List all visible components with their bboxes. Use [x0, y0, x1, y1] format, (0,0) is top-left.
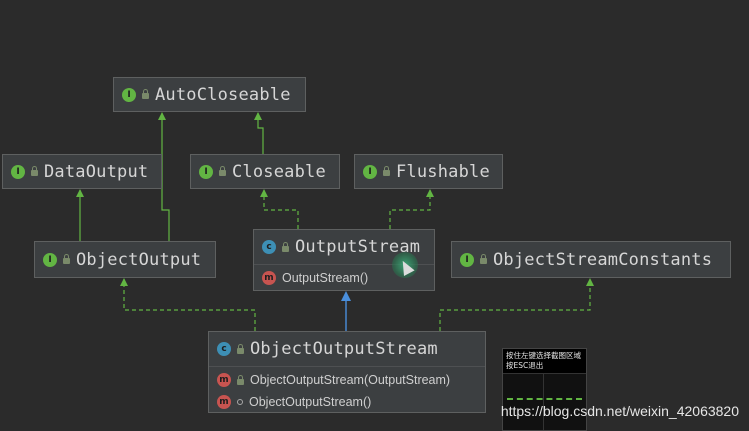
edge-oos-objectoutput	[123, 279, 256, 331]
node-name: AutoCloseable	[155, 84, 291, 105]
interface-icon: I	[199, 164, 213, 179]
lock-icon	[237, 343, 244, 354]
overlay-hint: 按住左键选择截图区域 按ESC退出	[503, 349, 586, 373]
method-icon: m	[217, 395, 231, 409]
edge-closeable-autocloseable	[257, 113, 264, 156]
node-objectoutputstream[interactable]: c ObjectOutputStream m ObjectOutputStrea…	[208, 331, 486, 413]
edge-outputstream-closeable	[263, 190, 299, 229]
class-icon: c	[217, 342, 231, 356]
lock-icon	[31, 166, 38, 176]
lock-icon	[63, 254, 70, 264]
member-signature: ObjectOutputStream(OutputStream)	[250, 373, 451, 387]
lock-icon	[219, 166, 226, 176]
interface-icon: I	[122, 87, 136, 102]
arrow-closeable	[260, 189, 268, 197]
node-name: OutputStream	[295, 237, 421, 257]
node-name: ObjectOutput	[76, 249, 202, 270]
member-list: m OutputStream()	[254, 264, 434, 289]
lock-icon	[142, 89, 149, 99]
edge-oos-objectstreamconstants	[439, 279, 591, 331]
arrow-dataoutput	[76, 189, 84, 197]
node-name: Flushable	[396, 161, 490, 182]
protected-icon	[237, 399, 243, 405]
lock-icon	[480, 254, 487, 264]
overlay-hint-line1: 按住左键选择截图区域	[506, 351, 581, 360]
edge-objectoutput-autocloseable	[161, 113, 170, 241]
screenshot-tool-overlay[interactable]: 按住左键选择截图区域 按ESC退出	[502, 348, 587, 431]
arrow-outputstream	[341, 291, 351, 301]
member-row[interactable]: m OutputStream()	[254, 267, 434, 289]
node-objectstreamconstants[interactable]: I ObjectStreamConstants	[451, 241, 731, 278]
interface-icon: I	[460, 252, 474, 267]
node-dataoutput[interactable]: I DataOutput	[2, 154, 162, 189]
interface-icon: I	[363, 164, 377, 179]
node-objectoutput[interactable]: I ObjectOutput	[34, 241, 216, 278]
arrow-objectoutput	[120, 278, 128, 286]
edge-outputstream-flushable	[389, 190, 431, 229]
watermark: https://blog.csdn.net/weixin_42063820	[500, 403, 739, 419]
node-autocloseable[interactable]: I AutoCloseable	[113, 77, 306, 112]
member-signature: OutputStream()	[282, 271, 369, 285]
overlay-hint-line2: 按ESC退出	[506, 361, 544, 370]
node-flushable[interactable]: I Flushable	[354, 154, 503, 189]
lock-icon	[237, 374, 244, 385]
member-list: m ObjectOutputStream(OutputStream) m Obj…	[209, 366, 485, 413]
node-name: ObjectOutputStream	[250, 339, 438, 359]
node-name: Closeable	[232, 161, 326, 182]
lock-icon	[282, 241, 289, 252]
node-closeable[interactable]: I Closeable	[190, 154, 340, 189]
arrow-autocloseable-right	[254, 112, 262, 120]
node-name: ObjectStreamConstants	[493, 249, 713, 270]
member-row[interactable]: m ObjectOutputStream(OutputStream)	[209, 369, 485, 391]
arrow-autocloseable-left	[158, 112, 166, 120]
node-outputstream[interactable]: c OutputStream m OutputStream()	[253, 229, 435, 291]
interface-icon: I	[11, 164, 25, 179]
method-icon: m	[217, 373, 231, 387]
arrow-flushable	[426, 189, 434, 197]
method-icon: m	[262, 271, 276, 285]
abstract-class-icon: c	[262, 240, 276, 254]
interface-icon: I	[43, 252, 57, 267]
arrow-objectstreamconstants	[586, 278, 594, 286]
cursor-highlight	[392, 252, 418, 278]
overlay-grid	[503, 373, 586, 430]
lock-icon	[383, 166, 390, 176]
member-signature: ObjectOutputStream()	[249, 395, 372, 409]
node-name: DataOutput	[44, 161, 149, 182]
member-row[interactable]: m ObjectOutputStream()	[209, 391, 485, 413]
